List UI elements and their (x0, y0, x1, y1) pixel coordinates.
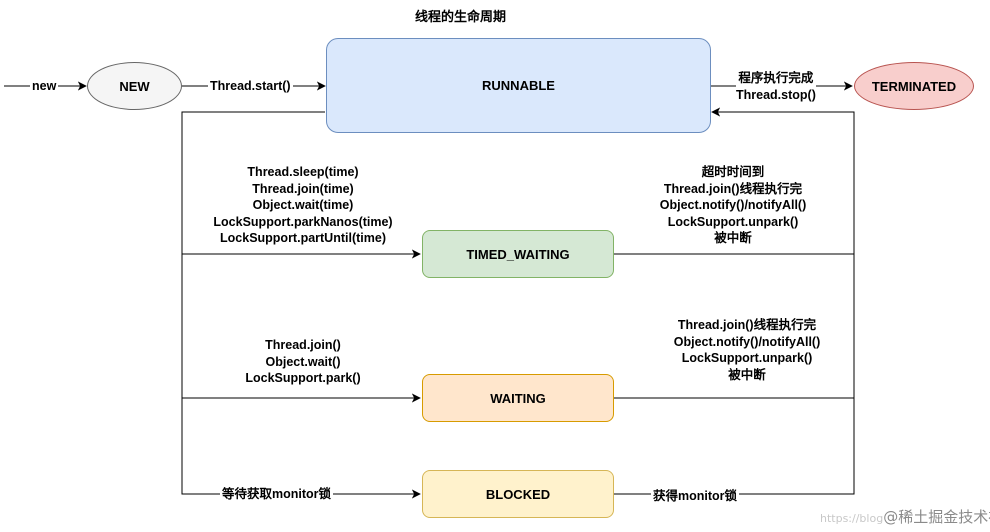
label-line: LockSupport.partUntil(time) (220, 231, 386, 245)
diagram-title: 线程的生命周期 (415, 9, 507, 24)
label-line: Thread.join()线程执行完 (663, 181, 803, 196)
label-line: LockSupport.unpark() (681, 351, 813, 365)
watermark-faint: https://blog (820, 512, 884, 525)
label-from-waiting: Thread.join()线程执行完 Object.notify()/notif… (654, 317, 840, 383)
label-line: 超时时间到 (701, 165, 765, 179)
label-new-in: new (30, 78, 59, 95)
state-terminated: TERMINATED (854, 62, 974, 110)
label-from-blocked: 获得monitor锁 (651, 488, 740, 505)
label-line: Object.wait() (265, 354, 341, 369)
label-line: Object.notify()/notifyAll() (673, 334, 821, 349)
state-timed-waiting: TIMED_WAITING (422, 230, 614, 278)
label-line: Thread.join() (265, 338, 341, 352)
label-from-timed-waiting: 超时时间到 Thread.join()线程执行完 Object.notify()… (640, 164, 826, 247)
state-runnable: RUNNABLE (326, 38, 711, 133)
label-line: 程序执行完成 (738, 71, 814, 85)
watermark: https://blog@稀土掘金技术社区 (820, 506, 990, 527)
label-line: Thread.join()线程执行完 (677, 318, 817, 332)
state-blocked: BLOCKED (422, 470, 614, 518)
label-line: LockSupport.parkNanos(time) (213, 214, 393, 229)
label-line: 被中断 (728, 367, 766, 382)
label-to-blocked: 等待获取monitor锁 (220, 486, 334, 503)
state-new-label: NEW (119, 78, 150, 94)
label-line: Object.notify()/notifyAll() (659, 198, 807, 212)
state-timed-waiting-label: TIMED_WAITING (466, 246, 570, 262)
label-line: LockSupport.unpark() (667, 214, 799, 229)
state-waiting-label: WAITING (490, 390, 546, 406)
state-waiting: WAITING (422, 374, 614, 422)
label-line: Object.wait(time) (252, 198, 354, 212)
label-line: 被中断 (714, 231, 752, 245)
watermark-text: @稀土掘金技术社区 (883, 508, 990, 526)
state-runnable-label: RUNNABLE (482, 78, 555, 93)
state-terminated-label: TERMINATED (871, 78, 957, 94)
label-to-terminated: 程序执行完成 Thread.stop() (736, 70, 816, 103)
label-start: Thread.start() (208, 78, 293, 95)
label-line: Thread.stop() (736, 87, 816, 102)
label-to-timed-waiting: Thread.sleep(time) Thread.join(time) Obj… (198, 164, 408, 247)
state-new: NEW (87, 62, 182, 110)
label-line: LockSupport.park() (245, 371, 361, 385)
label-to-waiting: Thread.join() Object.wait() LockSupport.… (228, 337, 378, 387)
label-line: Thread.join(time) (252, 181, 354, 196)
label-line: Thread.sleep(time) (247, 165, 359, 179)
state-blocked-label: BLOCKED (485, 486, 551, 502)
